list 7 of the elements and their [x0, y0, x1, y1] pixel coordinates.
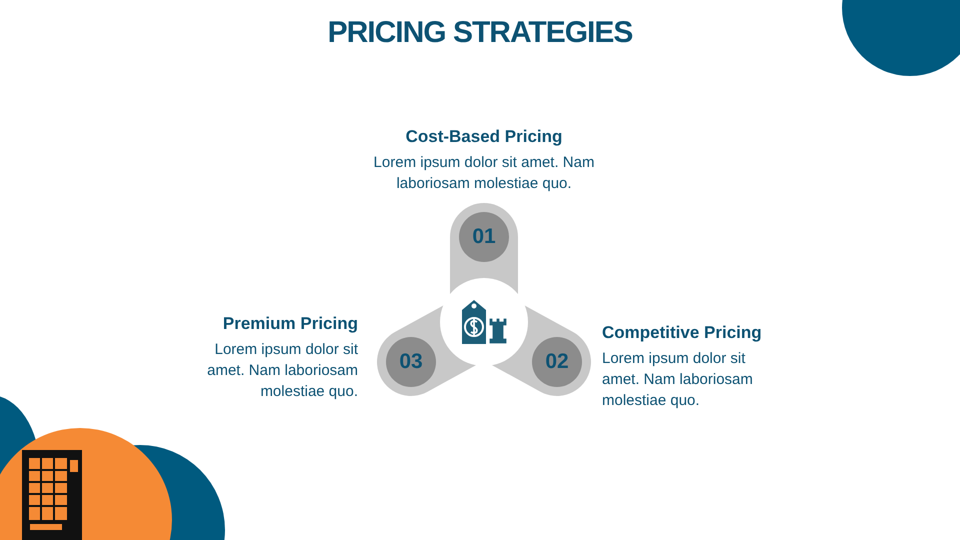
description: Lorem ipsum dolor sit amet. Nam laboriosam molestiae quo. — [602, 349, 754, 411]
description: Lorem ipsum dolor sit amet. Nam laboriosam molestiae quo. — [372, 153, 596, 194]
title: PRICING STRATEGIES — [326, 16, 634, 50]
heading: Premium Pricing — [222, 314, 358, 334]
heading: Cost-Based Pricing — [404, 127, 564, 147]
heading: Competitive Pricing — [602, 323, 763, 343]
description: Lorem ipsum dolor sit amet. Nam laboriosam molestiae quo. — [206, 340, 358, 402]
